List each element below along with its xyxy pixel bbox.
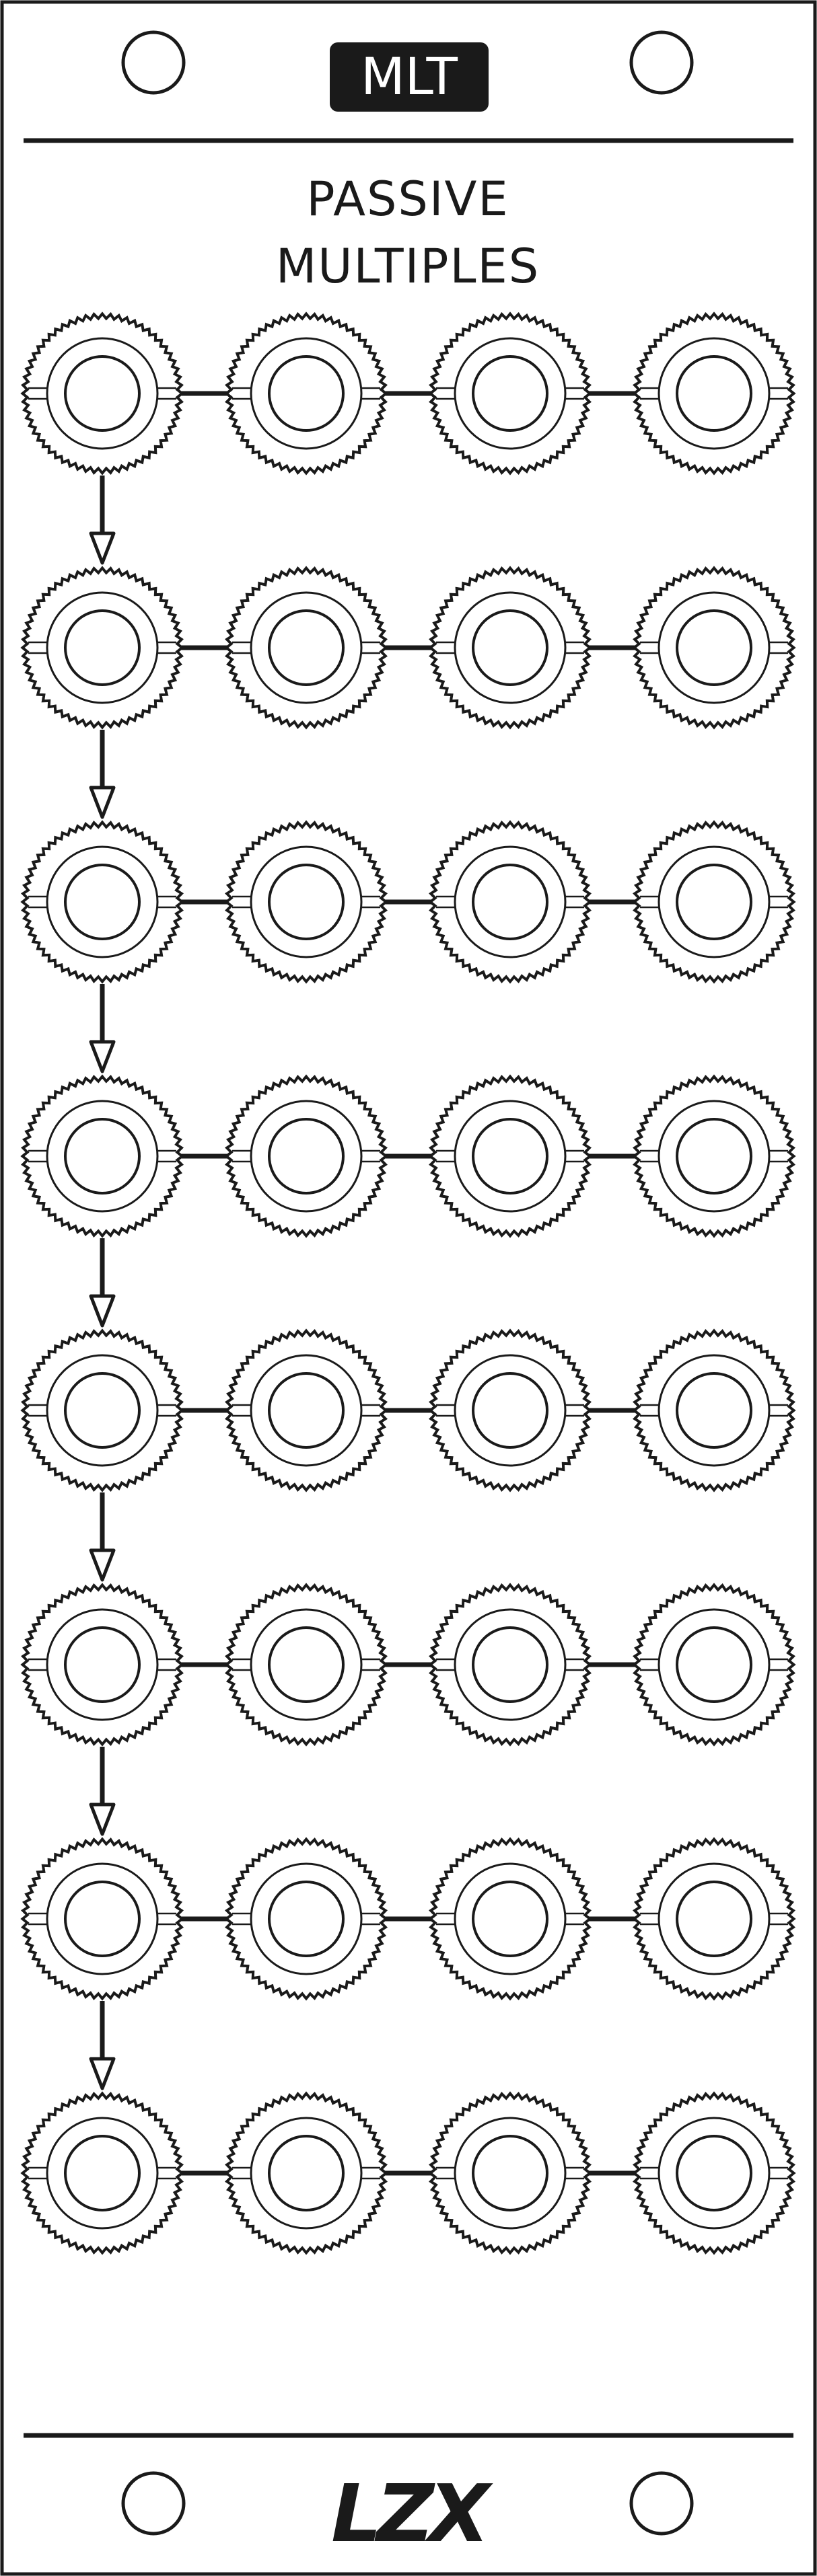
- patch-jack[interactable]: [632, 1328, 796, 1492]
- patch-jack[interactable]: [224, 820, 388, 984]
- lzx-logo: LZX: [331, 2467, 499, 2560]
- jack-socket: [268, 1372, 345, 1449]
- patch-jack[interactable]: [632, 311, 796, 476]
- jack-socket: [676, 1118, 752, 1195]
- patch-jack[interactable]: [20, 566, 184, 730]
- patch-jack[interactable]: [224, 2091, 388, 2255]
- patch-jack[interactable]: [428, 2091, 592, 2255]
- jack-socket: [268, 1881, 345, 1957]
- chain-arrow-head: [89, 2057, 116, 2090]
- jack-socket: [472, 1881, 548, 1957]
- jack-socket: [64, 355, 141, 432]
- patch-jack[interactable]: [20, 311, 184, 476]
- jack-socket: [676, 1881, 752, 1957]
- chain-arrow-head: [89, 531, 116, 565]
- jack-socket: [472, 609, 548, 686]
- jack-socket: [676, 1626, 752, 1703]
- patch-jack[interactable]: [224, 1837, 388, 2001]
- patch-jack[interactable]: [632, 566, 796, 730]
- jack-socket: [676, 864, 752, 940]
- jack-socket: [676, 355, 752, 432]
- patch-jack[interactable]: [428, 1328, 592, 1492]
- jack-socket: [64, 609, 141, 686]
- patch-jack[interactable]: [224, 311, 388, 476]
- patch-jack[interactable]: [632, 1074, 796, 1238]
- patch-jack[interactable]: [224, 1583, 388, 1747]
- patch-jack[interactable]: [224, 1074, 388, 1238]
- chain-arrow-head: [89, 1548, 116, 1582]
- jack-socket: [64, 1118, 141, 1195]
- jack-socket: [472, 1372, 548, 1449]
- jack-socket: [472, 864, 548, 940]
- chain-arrow-head: [89, 786, 116, 819]
- patch-jack[interactable]: [428, 1583, 592, 1747]
- patch-jack[interactable]: [20, 1837, 184, 2001]
- patch-jack[interactable]: [632, 2091, 796, 2255]
- jack-socket: [676, 2135, 752, 2211]
- patch-jack[interactable]: [428, 820, 592, 984]
- jack-socket: [268, 864, 345, 940]
- jack-socket: [64, 1626, 141, 1703]
- module-badge: MLT: [330, 42, 489, 112]
- jack-socket: [472, 2135, 548, 2211]
- patch-jack[interactable]: [428, 1837, 592, 2001]
- jack-socket: [64, 1881, 141, 1957]
- chain-arrow-head: [89, 1040, 116, 1073]
- patch-jack[interactable]: [632, 820, 796, 984]
- patch-jack[interactable]: [20, 820, 184, 984]
- jack-socket: [472, 1118, 548, 1195]
- jack-socket: [268, 1118, 345, 1195]
- patch-jack[interactable]: [428, 311, 592, 476]
- chain-arrow-head: [89, 1294, 116, 1328]
- patch-jack[interactable]: [224, 1328, 388, 1492]
- patch-jack[interactable]: [224, 566, 388, 730]
- mounting-hole-bottom-left: [121, 2471, 186, 2536]
- mounting-hole-top-right: [629, 30, 694, 95]
- logo-text: LZX: [331, 2467, 493, 2560]
- mounting-hole-top-left: [121, 30, 186, 95]
- jack-socket: [268, 1626, 345, 1703]
- jack-socket: [676, 609, 752, 686]
- mounting-hole-bottom-right: [629, 2471, 694, 2536]
- patch-jack[interactable]: [632, 1837, 796, 2001]
- module-title-line-1: PASSIVE: [306, 172, 509, 227]
- module-title-line-2: MULTIPLES: [276, 239, 540, 294]
- patch-jack[interactable]: [20, 1328, 184, 1492]
- patch-jack[interactable]: [632, 1583, 796, 1747]
- patch-jack[interactable]: [20, 1583, 184, 1747]
- jack-socket: [268, 355, 345, 432]
- jack-grid: [20, 311, 796, 2255]
- chain-arrow-head: [89, 1803, 116, 1836]
- jack-socket: [676, 1372, 752, 1449]
- jack-socket: [268, 609, 345, 686]
- jack-socket: [472, 1626, 548, 1703]
- jack-socket: [64, 864, 141, 940]
- jack-socket: [268, 2135, 345, 2211]
- patch-jack[interactable]: [428, 566, 592, 730]
- patch-jack[interactable]: [20, 2091, 184, 2255]
- badge-label: MLT: [361, 46, 458, 106]
- jack-socket: [472, 355, 548, 432]
- patch-jack[interactable]: [428, 1074, 592, 1238]
- jack-socket: [64, 2135, 141, 2211]
- patch-jack[interactable]: [20, 1074, 184, 1238]
- jack-socket: [64, 1372, 141, 1449]
